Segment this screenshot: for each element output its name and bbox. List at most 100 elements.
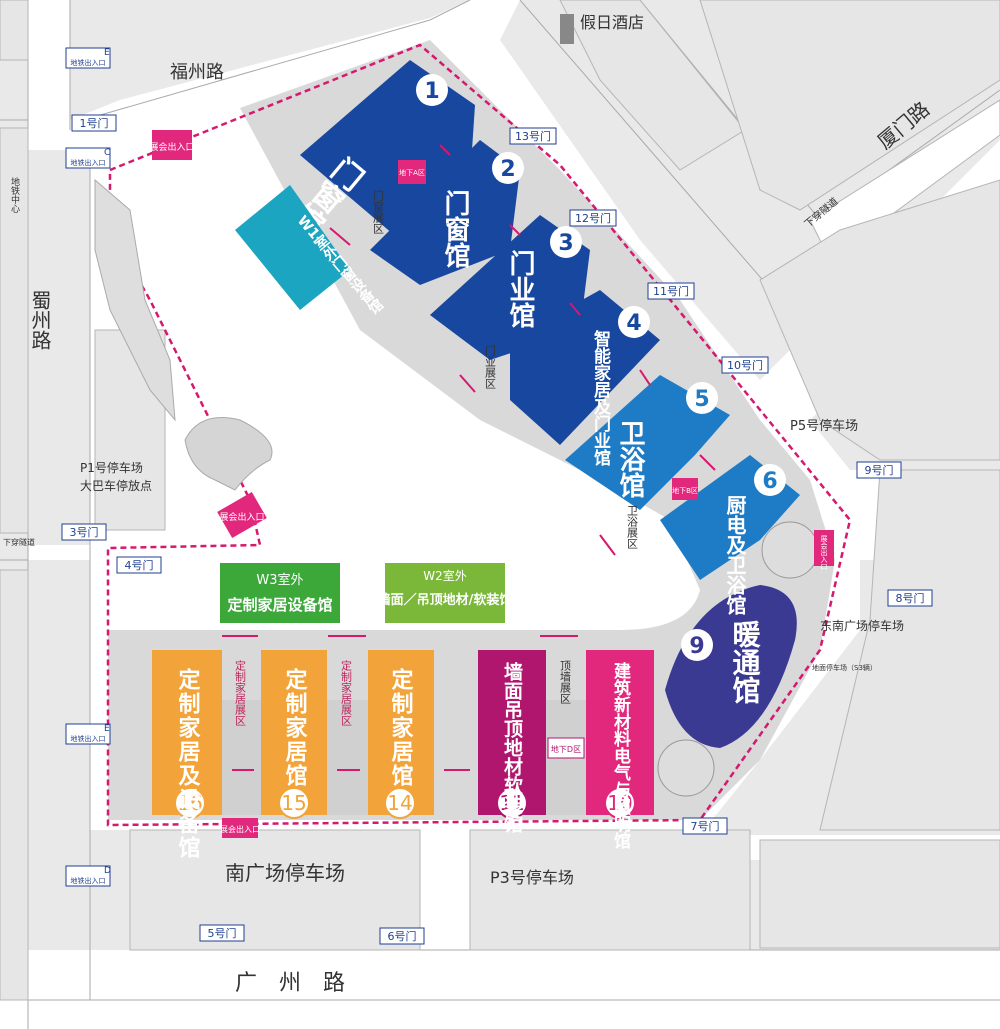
svg-text:展会出入口: 展会出入口 — [820, 535, 828, 570]
zone-door: 门业展区 — [484, 344, 497, 389]
svg-text:地铁出入口: 地铁出入口 — [71, 734, 106, 743]
custom-zone-1 — [222, 700, 261, 815]
parking-southeast: 东南广场停车场 — [820, 618, 904, 633]
parking-southeast-sub: 地面停车场（S3辆） — [812, 663, 877, 672]
w3-title: W3室外 — [256, 572, 303, 588]
parking-p1-sub: 大巴车停放点 — [80, 478, 152, 493]
hall-4-number: 4 — [626, 311, 641, 336]
underground-b: 地下B区 — [672, 478, 698, 500]
connector-arrows — [222, 144, 716, 771]
gate-7: 7号门 — [691, 819, 720, 833]
svg-text:展会出入口: 展会出入口 — [219, 511, 264, 523]
hall-14-name: 定制家居馆 — [388, 667, 414, 788]
hall-number-badges — [174, 787, 636, 819]
hall-10-name: 建筑新材料电气与照明馆 — [610, 661, 632, 850]
parking-p1: P1号停车场 — [80, 460, 143, 475]
pond-shape — [184, 417, 273, 491]
gate-1: 1号门 — [80, 116, 109, 130]
parking-p5: P5号停车场 — [790, 418, 858, 434]
svg-text:地铁出入口: 地铁出入口 — [71, 58, 106, 67]
custom-zone-2 — [327, 700, 368, 815]
hotel-label: 假日酒店 — [580, 13, 644, 32]
road-guangzhou: 广 州 路 — [235, 971, 345, 996]
outdoor-w2[interactable] — [385, 563, 505, 623]
road-fuzhou: 福州路 — [170, 62, 224, 83]
hall-14-number: 14 — [387, 791, 412, 815]
svg-text:E: E — [104, 724, 110, 734]
city-blocks — [0, 0, 1000, 1001]
hall-9-number: 9 — [689, 634, 704, 659]
svg-text:D: D — [104, 866, 111, 876]
metro-exits: E 地铁出入口 C 地铁出入口 E 地铁出入口 D 地铁出入口 — [65, 47, 111, 887]
gate-10: 10号门 — [727, 358, 763, 372]
gate-9: 9号门 — [865, 463, 894, 477]
entrance-badge-south[interactable]: 展会出入口 — [220, 818, 260, 838]
gate-8: 8号门 — [896, 591, 925, 605]
entrance-badge-west[interactable]: 展会出入口 — [217, 492, 267, 538]
gate-6: 6号门 — [388, 929, 417, 943]
hall-6-name: 厨电及卫浴馆 — [723, 495, 747, 616]
outdoor-w1[interactable] — [235, 185, 350, 310]
metro-center-label: 地铁中心 — [9, 176, 20, 213]
zone-custom-2: 定制家居展区 — [340, 659, 353, 726]
hall-5-number: 5 — [694, 387, 709, 412]
svg-text:展会出入口: 展会出入口 — [149, 141, 194, 153]
svg-text:地铁出入口: 地铁出入口 — [71, 158, 106, 167]
hall-2-name: 门窗馆 — [440, 190, 470, 269]
hall-10-number: 10 — [607, 791, 632, 815]
entrance-badge-north[interactable]: 展会出入口 — [149, 130, 195, 160]
svg-text:C: C — [104, 148, 110, 158]
hall-16-name: 定制家居及设备馆 — [175, 667, 202, 860]
zone-door-window: 门窗展区 — [372, 189, 385, 234]
gate-12: 12号门 — [575, 211, 611, 225]
hall-15-name: 定制家居馆 — [282, 667, 308, 788]
svg-text:地下A区: 地下A区 — [399, 168, 425, 177]
w3-body: 定制家居设备馆 — [227, 596, 332, 614]
zone-custom-1: 定制家居展区 — [234, 659, 247, 726]
zone-ceiling: 顶墙展区 — [559, 660, 572, 704]
hall-5[interactable]: 5 — [565, 375, 730, 510]
hall-11-number: 11 — [499, 791, 524, 815]
gate-11: 11号门 — [653, 284, 689, 298]
w2-body: 墙面／吊顶地材/软装馆 — [378, 592, 513, 608]
svg-text:E: E — [104, 48, 110, 58]
hall-1-number: 1 — [424, 79, 439, 104]
road-tunnel-left: 下穿隧道 — [3, 537, 35, 547]
parking-p3: P3号停车场 — [490, 868, 574, 887]
gate-13: 13号门 — [515, 129, 551, 143]
park-shape — [94, 178, 176, 422]
gate-5: 5号门 — [208, 926, 237, 940]
hall-6-number: 6 — [762, 469, 777, 494]
gate-4: 4号门 — [125, 558, 154, 572]
hall-3-number: 3 — [558, 231, 573, 256]
gate-3: 3号门 — [70, 525, 99, 539]
hall-2[interactable]: 2 — [370, 140, 524, 285]
underground-a: 地下A区 — [398, 160, 426, 184]
underground-d: 地下D区 — [547, 737, 585, 759]
gate-labels: 1号门 3号门 4号门 5号门 6号门 7号门 8号门 9号门 10号门 11号… — [61, 114, 933, 945]
hall-11-name: 墙面吊顶地材软装馆 — [501, 661, 524, 834]
hall-5-name: 卫浴馆 — [615, 420, 645, 499]
hall-3-name: 门业馆 — [505, 250, 535, 329]
entrance-badge-east[interactable]: 展会出入口 — [814, 530, 834, 570]
outdoor-w3[interactable] — [220, 563, 340, 623]
svg-text:展会出入口: 展会出入口 — [220, 824, 260, 834]
roundabout-1 — [761, 521, 819, 579]
hotel-icon — [560, 14, 574, 44]
hall-4[interactable]: 4 — [510, 290, 660, 445]
svg-text:地铁出入口: 地铁出入口 — [71, 876, 106, 885]
hall-9-name: 暖通馆 — [729, 620, 762, 705]
roundabout-2 — [657, 739, 715, 797]
svg-text:地下B区: 地下B区 — [672, 486, 698, 495]
hall-2-number: 2 — [500, 157, 515, 182]
w2-title: W2室外 — [423, 568, 467, 583]
zone-bath: 卫浴展区 — [626, 505, 639, 549]
svg-text:地下D区: 地下D区 — [551, 744, 581, 754]
hall-6[interactable]: 6 — [660, 455, 800, 580]
parking-south: 南广场停车场 — [225, 861, 345, 885]
hall-15-number: 15 — [281, 791, 306, 815]
hall-9[interactable]: 9 — [665, 585, 797, 748]
hall-16-number: 16 — [177, 791, 202, 815]
